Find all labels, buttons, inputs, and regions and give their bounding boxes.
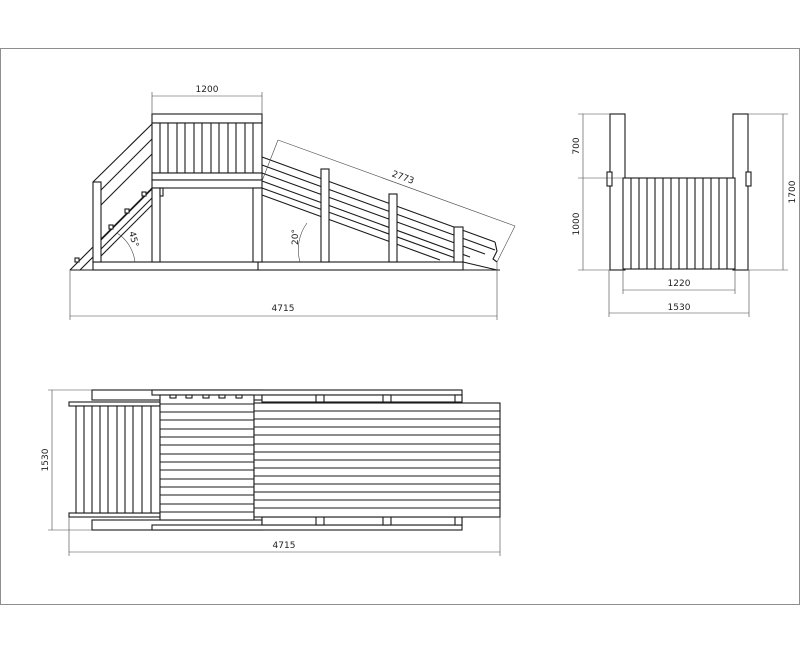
top-view: 1530 4715 <box>41 389 501 556</box>
dim-total-length-side: 4715 <box>272 304 295 314</box>
slide <box>261 156 498 271</box>
stair-post <box>92 181 102 263</box>
dim-outer-width: 1530 <box>668 303 691 313</box>
dim-slide-angle: 20° <box>291 229 301 245</box>
platform <box>151 113 263 263</box>
dim-rail-height: 700 <box>572 137 582 154</box>
dim-total-height: 1700 <box>788 180 798 203</box>
base-beam <box>92 261 464 271</box>
dim-total-length-top: 4715 <box>273 541 296 551</box>
dim-platform-width: 1200 <box>196 85 219 95</box>
top-deck <box>159 394 255 521</box>
stairs <box>69 123 153 271</box>
top-stairs <box>75 405 161 514</box>
dim-stair-angle: 45° <box>126 230 140 248</box>
side-view: 1200 2773 45° 20° 4715 <box>69 85 516 320</box>
dim-slide-length: 2773 <box>390 170 415 187</box>
dim-top-width: 1530 <box>41 448 51 471</box>
dim-inner-width: 1220 <box>668 279 691 289</box>
dim-platform-height: 1000 <box>572 212 582 235</box>
front-view: 700 1000 1700 1220 1530 <box>572 113 798 317</box>
